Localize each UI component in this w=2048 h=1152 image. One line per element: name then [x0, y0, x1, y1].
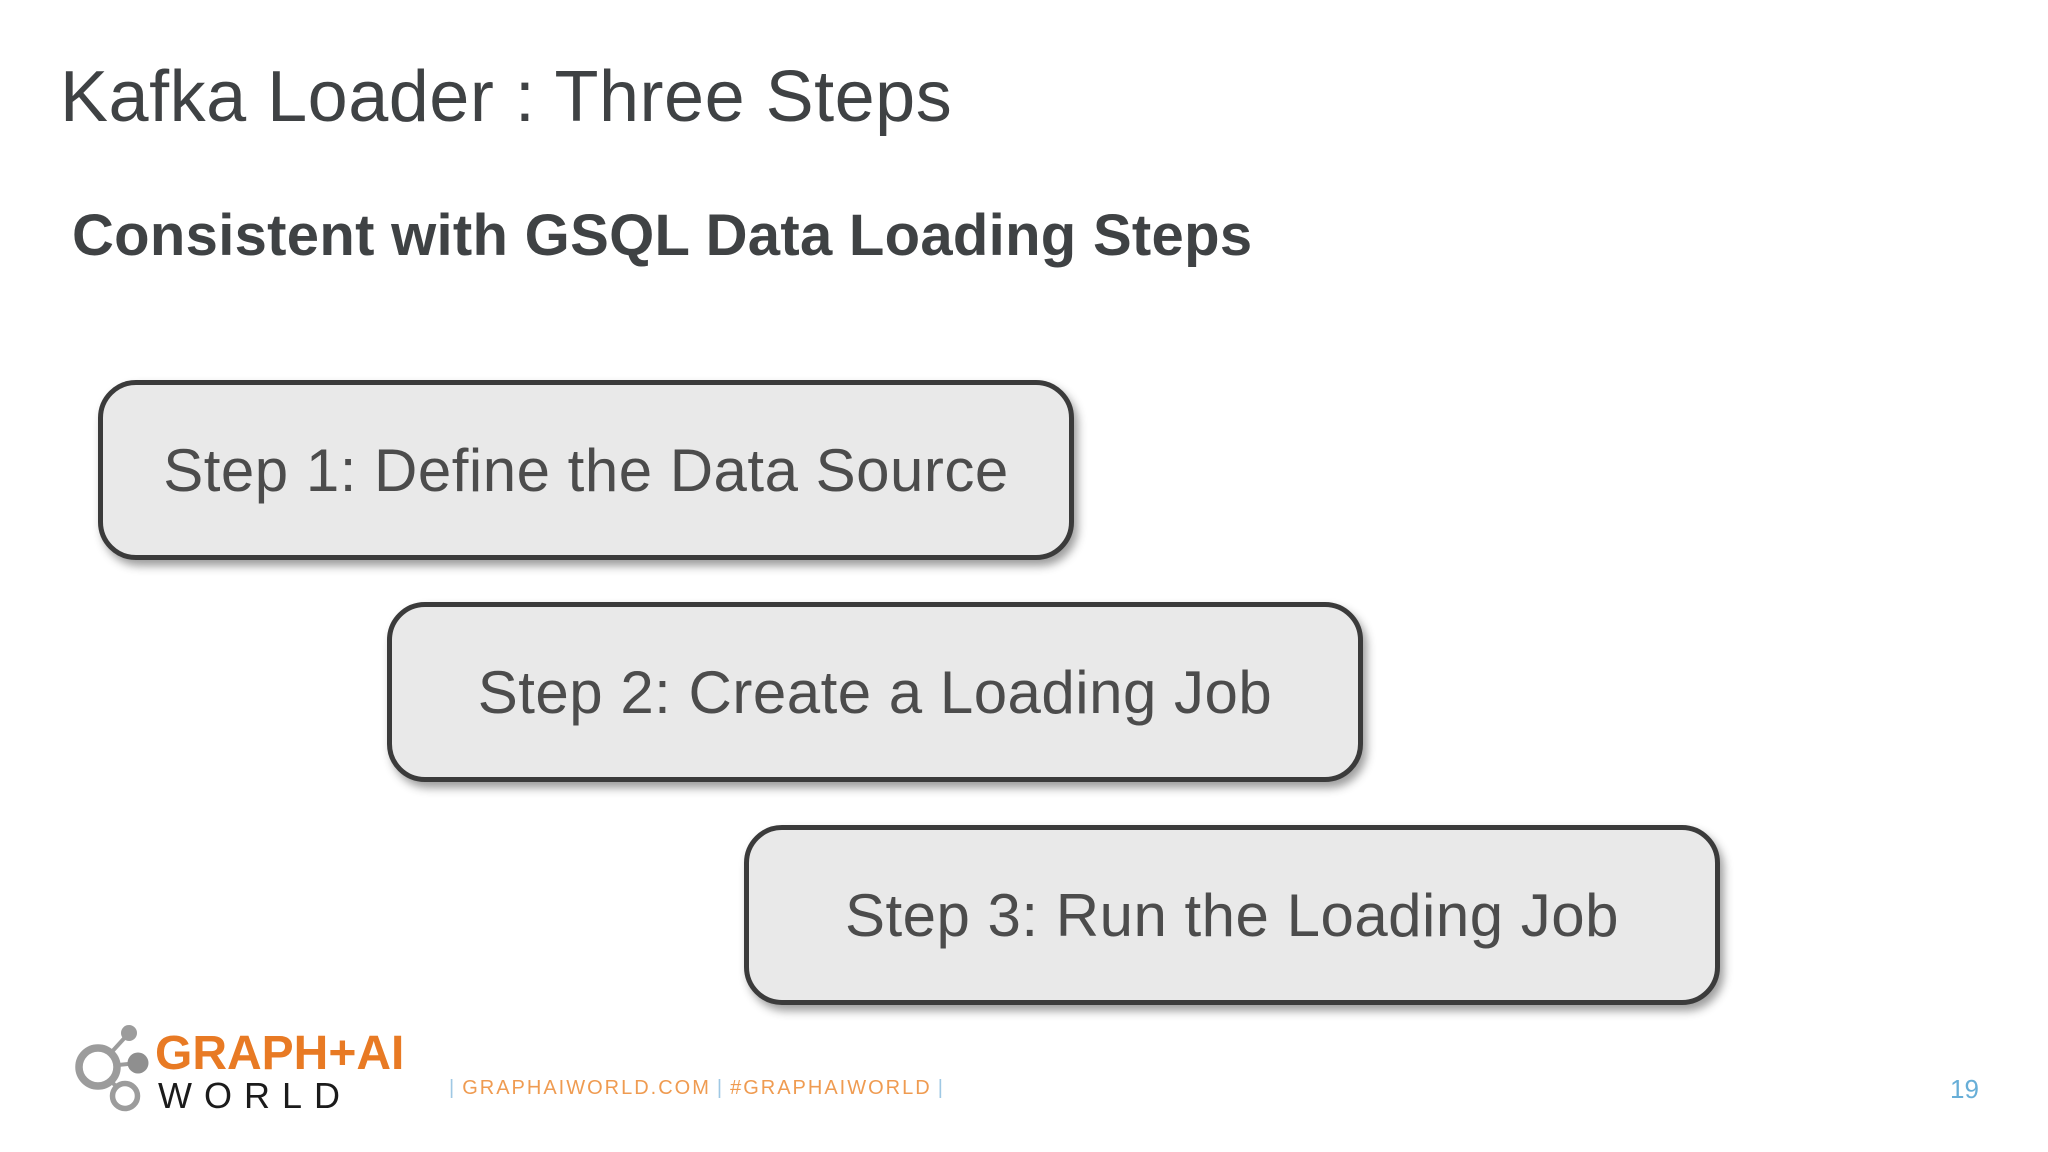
network-graph-icon	[75, 1025, 149, 1112]
separator-pipe: |	[716, 1077, 725, 1099]
step-box-1: Step 1: Define the Data Source	[98, 380, 1074, 560]
footer-hashtag: #GRAPHAIWORLD	[730, 1077, 932, 1099]
step-3-label: Step 3: Run the Loading Job	[844, 881, 1620, 949]
step-2-label: Step 2: Create a Loading Job	[477, 658, 1273, 726]
footer-links: |GRAPHAIWORLD.COM|#GRAPHAIWORLD|	[443, 1078, 951, 1098]
logo-text-world: WORLD	[158, 1075, 352, 1116]
step-box-2: Step 2: Create a Loading Job	[387, 602, 1363, 782]
footer-website-link[interactable]: GRAPHAIWORLD.COM	[462, 1077, 711, 1099]
separator-pipe: |	[449, 1077, 457, 1099]
step-box-3: Step 3: Run the Loading Job	[744, 825, 1720, 1005]
page-title: Kafka Loader : Three Steps	[60, 57, 953, 137]
logo-text-graph-ai: GRAPH+AI	[155, 1027, 405, 1080]
step-1-label: Step 1: Define the Data Source	[163, 436, 1009, 504]
slide-subtitle: Consistent with GSQL Data Loading Steps	[72, 203, 1253, 268]
page-number: 19	[1950, 1074, 1979, 1104]
separator-pipe: |	[937, 1077, 945, 1099]
